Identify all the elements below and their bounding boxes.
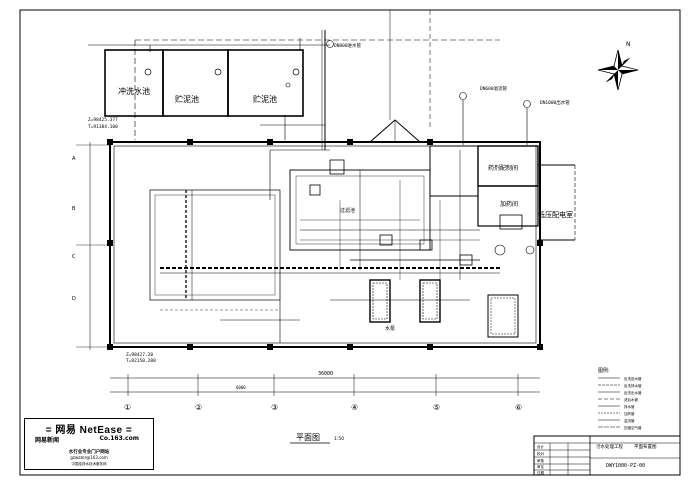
label-sludge-storage: 贮泥池 xyxy=(175,94,199,104)
title-drawing-number: DWY1000-PZ-00 xyxy=(606,463,645,469)
title-block xyxy=(533,435,681,476)
legend-item: 排水管 xyxy=(624,404,635,409)
label-sludge-thickening: 贮泥池 xyxy=(253,94,277,104)
title-row-label: 设计 xyxy=(537,444,545,449)
annotation-inflow: DN800进水管 xyxy=(334,42,362,49)
title-row-label: 审核 xyxy=(537,458,545,463)
legend-item: 滤后水管 xyxy=(624,397,638,402)
label-power-room: 低压配电室 xyxy=(538,210,573,219)
legend-lines xyxy=(598,377,620,428)
legend-item: 加药管 xyxy=(624,411,635,416)
legend-item: 反洗出水管 xyxy=(624,390,642,395)
label-filter: 过滤池 xyxy=(340,207,355,214)
logo-channel: 网易新闻 xyxy=(35,437,60,444)
main-building xyxy=(109,119,576,348)
north-arrow-icon xyxy=(597,49,639,91)
logo-email: gzwater@163.com xyxy=(70,455,108,460)
callout-circle-2 xyxy=(459,92,467,100)
label-pumps: 水泵 xyxy=(385,325,395,332)
callout-circle-3 xyxy=(523,100,531,108)
dim-total: 36000 xyxy=(318,371,333,377)
annotation-elev1: Z=98425.377 xyxy=(88,117,118,123)
label-rinse-pool: 冲洗水池 xyxy=(118,86,150,96)
legend-title: 图例: xyxy=(598,367,610,374)
tank-manhole-1 xyxy=(144,68,152,76)
dim-bay: 6000 xyxy=(236,385,246,390)
axis-letter-a: A xyxy=(72,156,76,162)
axis-num-2: ② xyxy=(195,403,202,412)
legend-item: 反洗进水管 xyxy=(624,376,642,381)
label-dosing-room: 药剂配制间 xyxy=(488,164,518,172)
tank-group xyxy=(104,49,304,117)
axis-letter-c: C xyxy=(72,254,76,260)
axis-num-4: ④ xyxy=(351,403,358,412)
legend-item: 压缩空气管 xyxy=(624,425,642,430)
tank-sludge-thickening xyxy=(227,49,304,117)
callout-circle-1 xyxy=(326,40,334,48)
title-row-label: 日期 xyxy=(537,470,545,475)
tank-sludge-storage xyxy=(162,49,229,117)
axis-num-5: ⑤ xyxy=(433,403,440,412)
drawing-title: 平面图 xyxy=(296,433,320,442)
tank-manhole-2 xyxy=(214,68,222,76)
label-workshop: 加药间 xyxy=(500,200,518,208)
tank-rinse-pool xyxy=(104,49,164,117)
tank-valve xyxy=(285,82,291,88)
annotation-outflow: DN1000出水管 xyxy=(540,99,570,106)
logo-brand: = 网易 NetEase = xyxy=(45,425,133,436)
annotation-elev4: T=92150.200 xyxy=(126,358,156,364)
title-row-label: 校对 xyxy=(537,451,545,456)
axis-letter-b: B xyxy=(72,206,76,212)
dim-ticks xyxy=(127,374,519,396)
north-label: N xyxy=(626,41,631,48)
tank-manhole-3 xyxy=(292,68,300,76)
netease-logo-box: = 网易 NetEase = 网易新闻 Co.163.com 水行业专业门户网站… xyxy=(24,418,154,470)
axis-num-3: ③ xyxy=(271,403,278,412)
axis-letter-d: D xyxy=(72,296,76,302)
drawing-scale: 1:50 xyxy=(334,436,344,442)
legend-item: 反洗排水管 xyxy=(624,383,642,388)
title-row-label: 审定 xyxy=(537,464,545,469)
legend-item: 溢流管 xyxy=(624,418,635,423)
title-drawing-name: 平面布置图 xyxy=(634,443,657,450)
axis-num-6: ⑥ xyxy=(515,403,522,412)
axis-num-1: ① xyxy=(124,403,131,412)
logo-footer: 中国给排水技术服务网 xyxy=(71,462,107,466)
logo-tagline: 水行业专业门户网站 xyxy=(68,450,110,455)
annotation-elev2: T=91384.100 xyxy=(88,124,118,130)
logo-domain: Co.163.com xyxy=(99,435,139,442)
title-project: 污水处理工程 xyxy=(596,443,623,450)
annotation-overflow: DN600溢流管 xyxy=(480,85,508,92)
sheet-border xyxy=(19,9,681,476)
annotation-elev3: Z=98427.20 xyxy=(126,352,153,358)
